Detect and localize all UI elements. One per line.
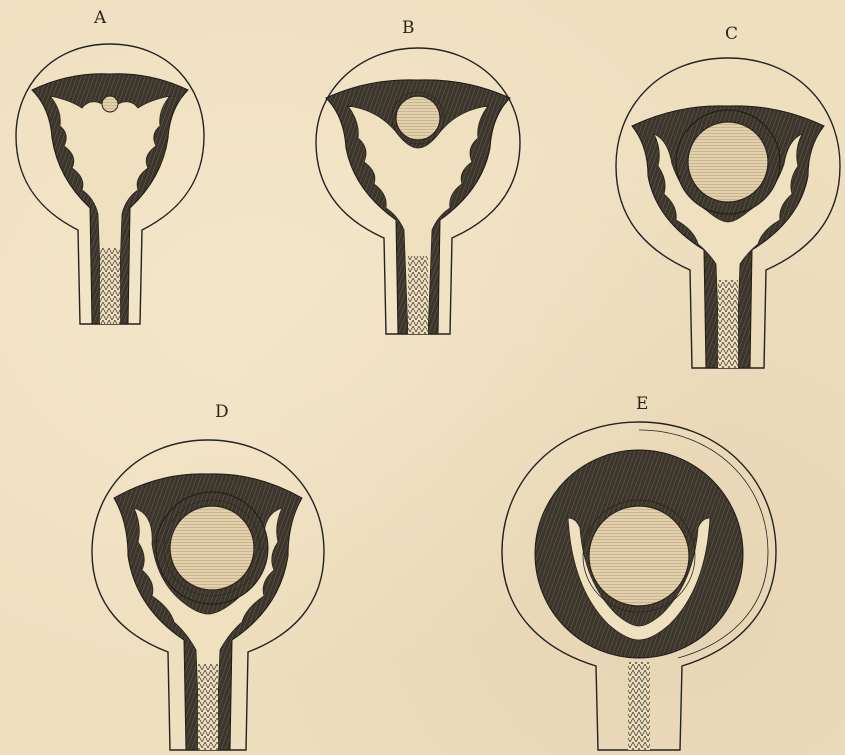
ovum	[396, 96, 440, 140]
figure-label-e: E	[636, 394, 649, 414]
figure-c	[612, 54, 844, 376]
cervical-canal	[408, 256, 428, 334]
ovum	[170, 506, 254, 590]
cervical-canal	[100, 248, 120, 324]
figure-label-d: D	[215, 402, 230, 422]
cervical-canal	[718, 280, 738, 368]
figure-label-c: C	[725, 24, 739, 44]
figure-label-a: A	[94, 8, 107, 28]
cervical-canal	[628, 662, 650, 750]
cervical-canal	[198, 664, 218, 750]
figure-a	[10, 38, 210, 338]
figure-label-b: B	[402, 18, 416, 38]
ovum	[688, 122, 768, 202]
figure-d	[88, 436, 328, 754]
figure-e	[498, 418, 780, 754]
ovum	[589, 506, 689, 606]
ovum	[102, 96, 118, 112]
figure-b	[308, 44, 528, 344]
